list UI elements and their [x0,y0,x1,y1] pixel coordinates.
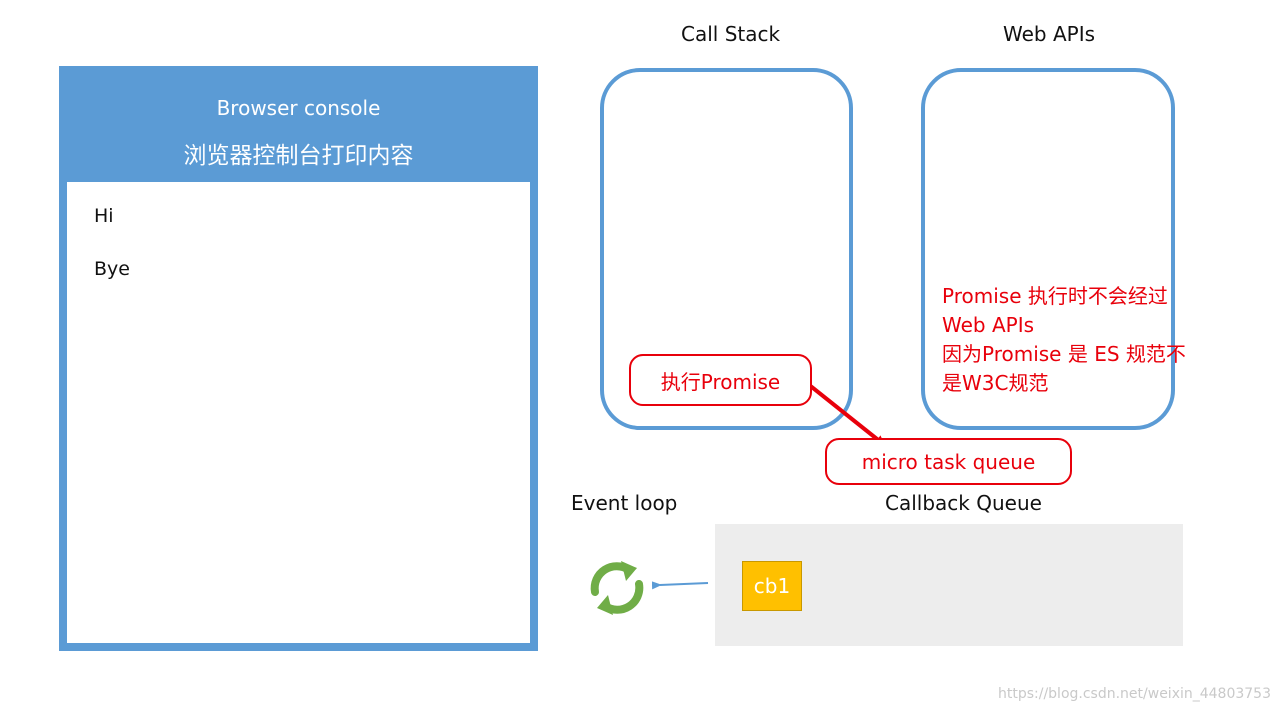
annotation-line: 因为Promise 是 ES 规范不 [942,342,1186,366]
call-stack-box [600,68,853,430]
annotation-line: 是W3C规范 [942,371,1049,395]
watermark: https://blog.csdn.net/weixin_44803753 [997,686,1271,702]
browser-console-panel: Browser console 浏览器控制台打印内容 Hi Bye [59,66,538,651]
event-loop-title: Event loop [571,491,678,515]
console-title: Browser console [216,96,381,120]
promise-annotation: Promise 执行时不会经过 Web APIs 因为Promise 是 ES … [942,282,1232,398]
promise-to-microtask-arrow [801,378,886,446]
console-header: Browser console 浏览器控制台打印内容 [59,66,538,182]
console-log-line: Bye [94,258,130,280]
callback-item: cb1 [742,561,802,611]
queue-to-loop-arrow [651,581,709,590]
console-output: Hi Bye [67,182,530,643]
web-apis-box [921,68,1175,430]
micro-task-queue: micro task queue [825,438,1072,485]
execute-promise-item: 执行Promise [629,354,812,406]
event-loop-icon [590,561,644,615]
web-apis-title: Web APIs [1003,22,1096,46]
annotation-line: Web APIs [942,313,1035,337]
console-log-line: Hi [94,205,114,227]
console-subtitle: 浏览器控制台打印内容 [183,143,414,169]
call-stack-title: Call Stack [681,22,781,46]
callback-queue-title: Callback Queue [885,491,1042,515]
annotation-line: Promise 执行时不会经过 [942,284,1168,308]
